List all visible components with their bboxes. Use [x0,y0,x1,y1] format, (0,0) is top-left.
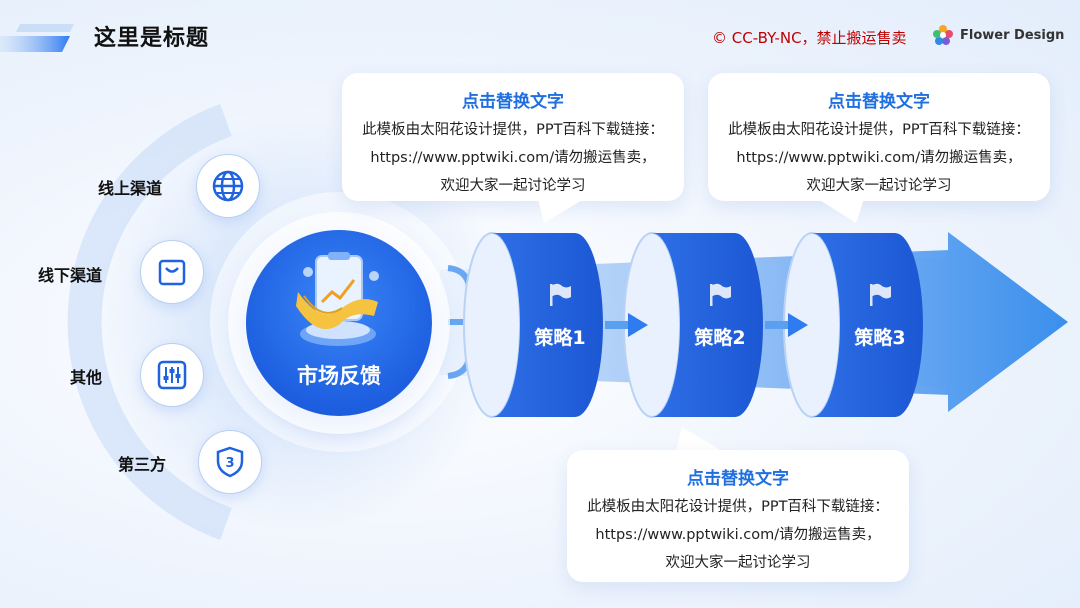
hub-label: 市场反馈 [297,364,381,388]
callout-3[interactable]: 点击替换文字 此模板由太阳花设计提供，PPT百科下载链接： https://ww… [567,450,909,582]
callout-3-tail [676,427,722,451]
channel-offline[interactable] [140,240,204,304]
callout-1-tail [538,199,584,223]
callout-body: 此模板由太阳花设计提供，PPT百科下载链接： https://www.pptwi… [708,116,1050,200]
callout-title: 点击替换文字 [828,92,930,112]
connector-arrow-1 [605,313,648,337]
callout-line: https://www.pptwiki.com/请勿搬运售卖， [370,150,656,166]
callout-line: 此模板由太阳花设计提供，PPT百科下载链接： [587,499,889,515]
callout-title: 点击替换文字 [462,92,564,112]
main-arrow-head [890,232,1068,412]
flower-logo-icon [933,25,953,45]
svg-text:3: 3 [225,456,234,471]
callout-2[interactable]: 点击替换文字 此模板由太阳花设计提供，PPT百科下载链接： https://ww… [708,73,1050,201]
clipboard-chart-icon [296,252,379,346]
globe-icon [212,170,244,202]
shield-number-icon: 3 [216,446,244,478]
callout-line: https://www.pptwiki.com/请勿搬运售卖， [595,527,881,543]
callout-body: 此模板由太阳花设计提供，PPT百科下载链接： https://www.pptwi… [567,493,909,577]
channel-other[interactable] [140,343,204,407]
page-title: 这里是标题 [94,26,210,51]
strategy-cylinder-1 [463,232,603,418]
brand: Flower Design [932,24,1064,46]
flag-icon [870,283,891,306]
callout-line: 此模板由太阳花设计提供，PPT百科下载链接： [728,122,1030,138]
callout-line: 欢迎大家一起讨论学习 [665,555,811,571]
flag-icon [710,283,731,306]
callout-line: https://www.pptwiki.com/请勿搬运售卖， [736,150,1022,166]
callout-line: 此模板由太阳花设计提供，PPT百科下载链接： [362,122,664,138]
callout-2-tail [818,199,864,223]
brand-name: Flower Design [960,27,1065,43]
callout-1[interactable]: 点击替换文字 此模板由太阳花设计提供，PPT百科下载链接： https://ww… [342,73,684,201]
callout-line: 欢迎大家一起讨论学习 [440,178,586,194]
sliders-icon [157,360,187,390]
channel-online[interactable] [196,154,260,218]
channel-arc [67,104,232,540]
callout-body: 此模板由太阳花设计提供，PPT百科下载链接： https://www.pptwi… [342,116,684,200]
channel-label-other: 其他 [70,368,103,387]
channel-label-online: 线上渠道 [98,179,163,198]
shopping-bag-icon [158,259,186,286]
copyright-notice: © CC-BY-NC，禁止搬运售卖 [712,29,907,47]
channel-third-party[interactable]: 3 [198,430,262,494]
strategy-cylinder-3 [783,232,923,418]
title-decoration [0,24,74,52]
callout-title: 点击替换文字 [687,469,789,489]
strategy-label-2[interactable]: 策略2 [694,327,746,349]
strategy-label-1[interactable]: 策略1 [534,327,586,349]
strategy-label-3[interactable]: 策略3 [854,327,906,349]
callout-line: 欢迎大家一起讨论学习 [806,178,952,194]
flag-icon [550,283,571,306]
connector-arrow-2 [765,313,808,337]
channel-label-third-party: 第三方 [118,455,167,474]
channel-label-offline: 线下渠道 [38,266,103,285]
strategy-cylinder-2 [623,232,763,418]
